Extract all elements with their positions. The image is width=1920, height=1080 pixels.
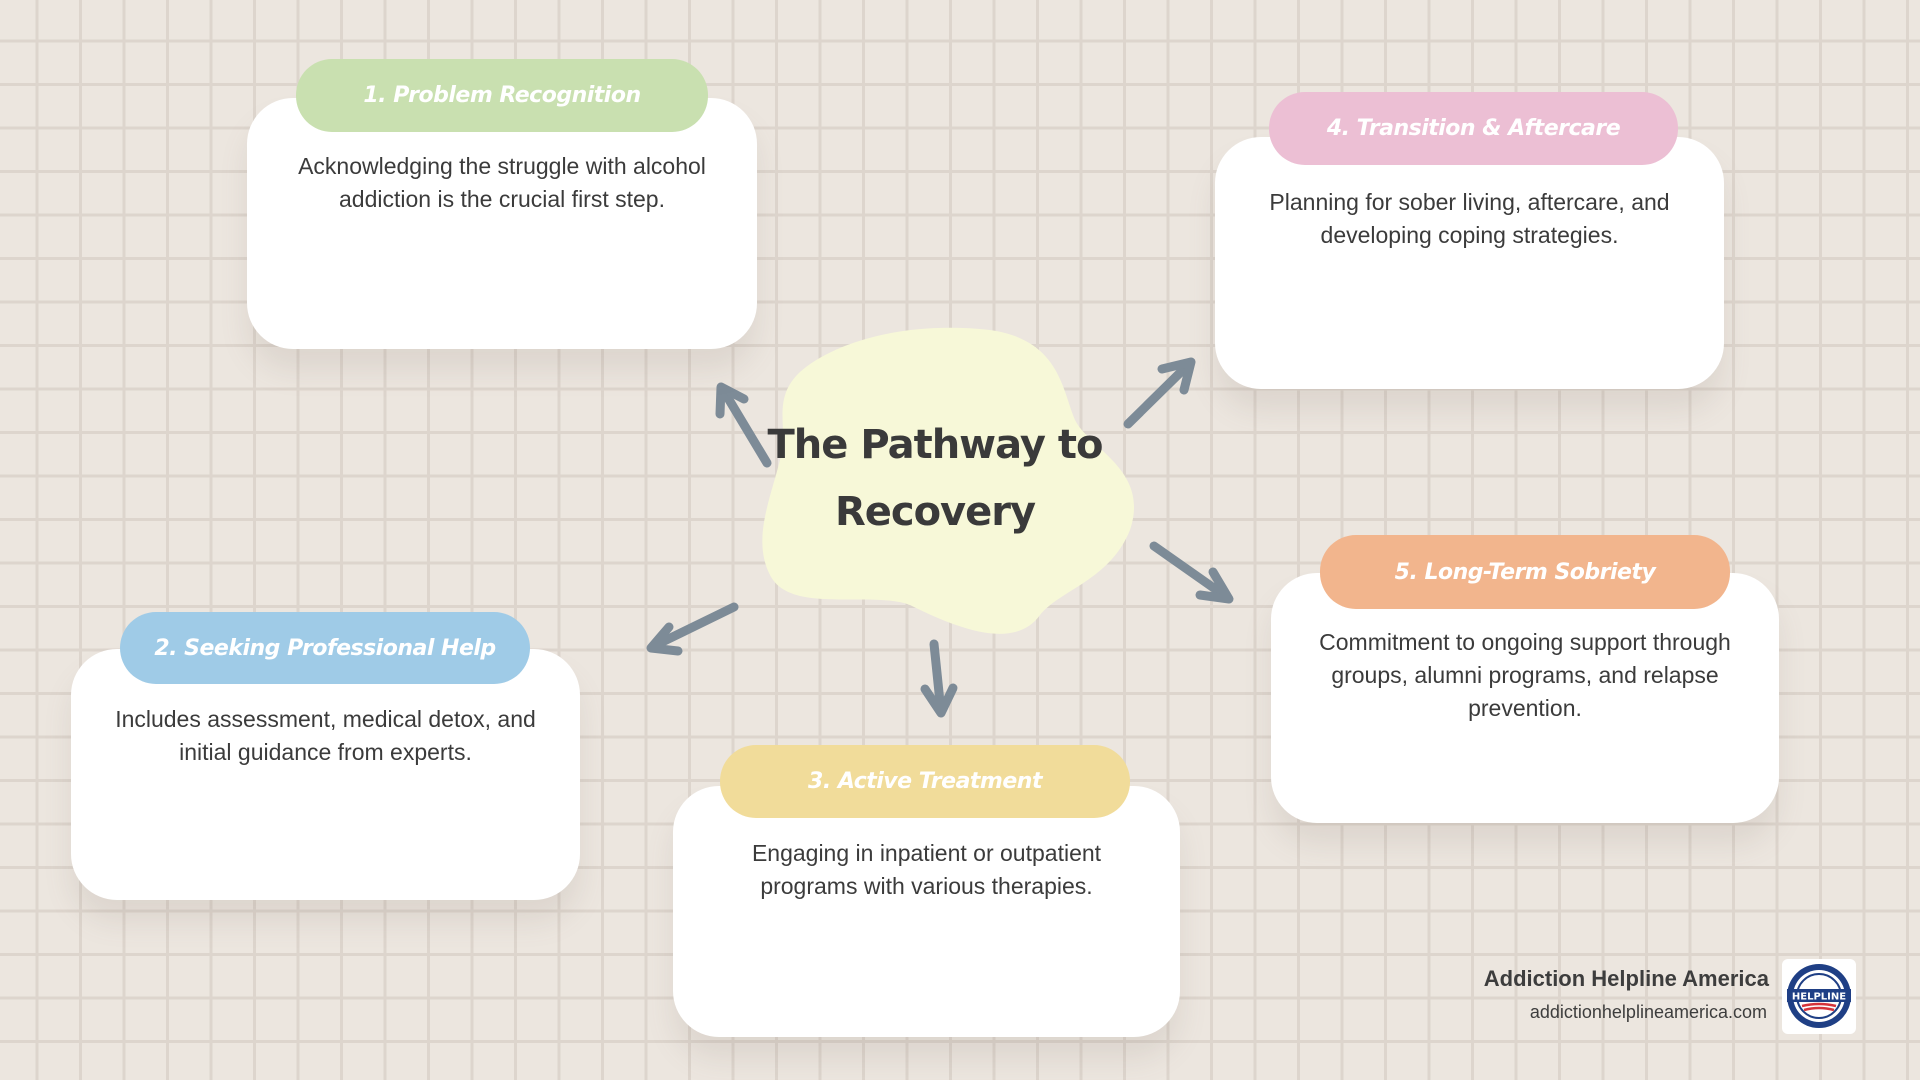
step-4-description: Planning for sober living, aftercare, an… bbox=[1269, 189, 1670, 248]
svg-text:HELPLINE: HELPLINE bbox=[1792, 992, 1846, 1003]
brand-url: addictionhelplineamerica.com bbox=[1529, 1002, 1767, 1022]
diagram-title: The Pathway to Recovery bbox=[767, 422, 1104, 535]
arrow-to-step-5 bbox=[1149, 541, 1234, 604]
step-5-description: Commitment to ongoing support through gr… bbox=[1319, 629, 1731, 721]
step-3-header: 3. Active Treatment bbox=[720, 745, 1130, 818]
step-2-header: 2. Seeking Professional Help bbox=[120, 612, 530, 684]
step-5-header: 5. Long-Term Sobriety bbox=[1320, 535, 1730, 609]
arrow-to-step-1 bbox=[715, 382, 772, 468]
step-2-description: Includes assessment, medical detox, and … bbox=[115, 706, 536, 765]
central-blob bbox=[762, 327, 1135, 634]
step-1-description: Acknowledging the struggle with alcohol … bbox=[298, 153, 706, 212]
seal-icon: HELPLINE bbox=[1787, 964, 1851, 1028]
brand-name: Addiction Helpline America bbox=[1483, 966, 1769, 991]
arrow-to-step-4 bbox=[1123, 357, 1196, 429]
step-card-4: Planning for sober living, aftercare, an… bbox=[1215, 137, 1724, 389]
arrow-to-step-3 bbox=[920, 639, 958, 718]
step-card-1: Acknowledging the struggle with alcohol … bbox=[247, 98, 757, 349]
helpline-logo: HELPLINE bbox=[1782, 959, 1856, 1034]
step-card-3: Engaging in inpatient or outpatient prog… bbox=[673, 786, 1180, 1037]
step-card-5: Commitment to ongoing support through gr… bbox=[1271, 573, 1779, 823]
step-3-description: Engaging in inpatient or outpatient prog… bbox=[751, 840, 1102, 899]
step-card-2: Includes assessment, medical detox, and … bbox=[71, 649, 580, 900]
step-4-header: 4. Transition & Aftercare bbox=[1269, 92, 1678, 165]
step-1-header: 1. Problem Recognition bbox=[296, 59, 708, 132]
arrow-to-step-2 bbox=[646, 602, 739, 656]
